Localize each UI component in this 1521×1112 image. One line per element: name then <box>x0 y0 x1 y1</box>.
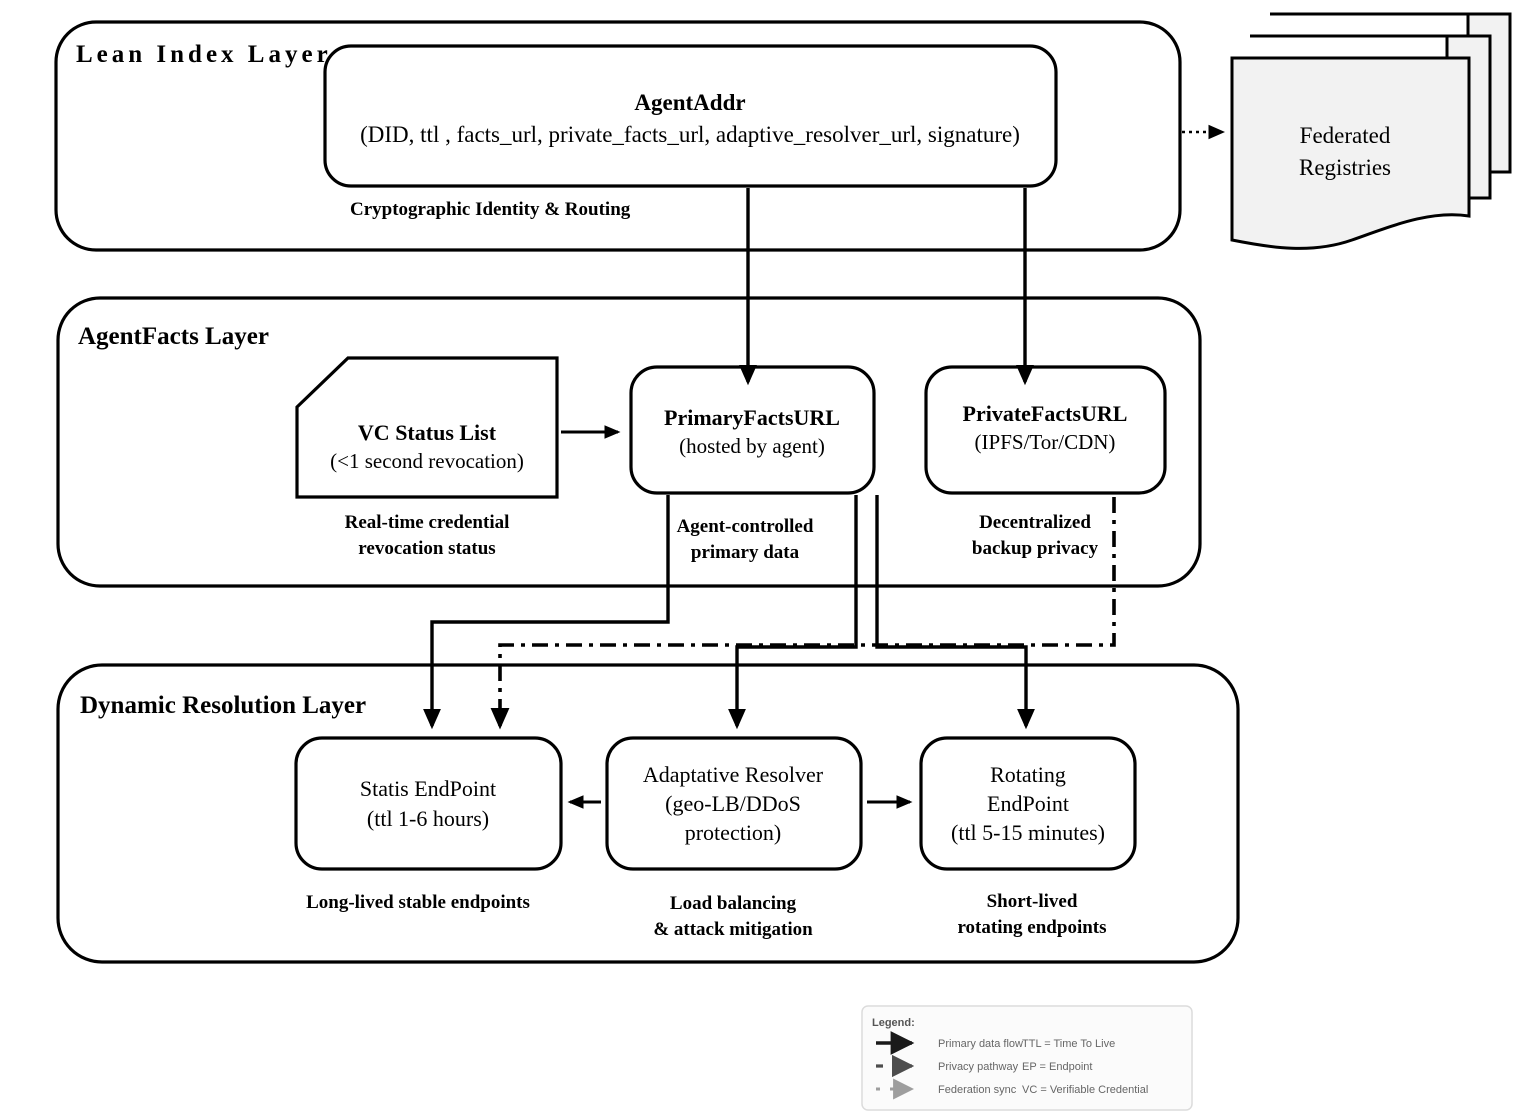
node-primary-facts-url-box[interactable] <box>629 365 876 495</box>
legend-label-privacy-pathway: Privacy pathway <box>938 1061 1019 1073</box>
layer-lean-index-label: Lean Index Layer <box>76 41 332 68</box>
node-primary-facts-url[interactable]: PrimaryFactsURL (hosted by agent) <box>629 365 876 495</box>
node-private-facts-url-caption-2: backup privacy <box>972 538 1099 559</box>
node-rotating-endpoint-subtitle: (ttl 5-15 minutes) <box>951 820 1105 845</box>
layer-lean-index: Lean Index Layer AgentAddr (DID, ttl , f… <box>54 20 1182 252</box>
node-agentaddr[interactable]: AgentAddr (DID, ttl , facts_url, private… <box>323 44 1058 188</box>
legend-title: Legend: <box>872 1017 915 1029</box>
layer-lean-index-container <box>54 20 1182 252</box>
node-federated-registries[interactable]: Federated Registries <box>1230 12 1512 250</box>
node-agentaddr-title: AgentAddr <box>634 90 745 115</box>
node-static-endpoint-box[interactable] <box>294 736 563 871</box>
connector-private-privacy-pathway <box>490 497 1116 730</box>
node-primary-facts-url-title: PrimaryFactsURL <box>664 405 840 430</box>
node-adaptive-resolver-title: Adaptative Resolver <box>643 762 824 787</box>
legend-container <box>861 1005 1193 1111</box>
legend: Legend: Primary data flow Privacy pathwa… <box>861 1005 1193 1111</box>
connector-primary-to-resolver <box>728 495 858 730</box>
node-private-facts-url-title: PrivateFactsURL <box>963 401 1128 426</box>
node-vc-status-list-caption-2: revocation status <box>358 538 495 559</box>
node-adaptive-resolver[interactable]: Adaptative Resolver (geo-LB/DDoS protect… <box>605 736 863 871</box>
node-vc-status-list[interactable]: VC Status List (<1 second revocation) <box>295 356 559 499</box>
node-adaptive-resolver-caption-1: Load balancing <box>670 893 797 914</box>
connector-primary-to-rotating <box>875 495 1035 730</box>
node-rotating-endpoint-caption-2: rotating endpoints <box>957 917 1106 938</box>
node-private-facts-url-caption-1: Decentralized <box>979 512 1091 533</box>
node-rotating-endpoint[interactable]: Rotating EndPoint (ttl 5-15 minutes) <box>919 736 1137 871</box>
legend-row-federation-sync: Federation sync <box>876 1078 1017 1100</box>
layer-dynamic-resolution-label: Dynamic Resolution Layer <box>80 692 366 719</box>
node-static-endpoint-subtitle: (ttl 1-6 hours) <box>367 806 489 831</box>
node-rotating-endpoint-caption-1: Short-lived <box>987 891 1078 912</box>
node-static-endpoint[interactable]: Statis EndPoint (ttl 1-6 hours) <box>294 736 563 871</box>
node-primary-facts-url-caption-1: Agent-controlled <box>677 516 814 537</box>
layer-dynamic-resolution-container <box>56 663 1240 964</box>
node-vc-status-list-box[interactable] <box>295 356 559 499</box>
node-adaptive-resolver-caption-2: & attack mitigation <box>653 919 813 940</box>
node-agentaddr-caption: Cryptographic Identity & Routing <box>350 199 631 220</box>
connector-primary-to-static <box>423 495 670 730</box>
node-rotating-endpoint-title-1: Rotating <box>990 762 1066 787</box>
layer-agentfacts: AgentFacts Layer VC Status List (<1 seco… <box>56 296 1202 588</box>
legend-label-primary-data-flow: Primary data flow <box>938 1038 1023 1050</box>
registry-sheet-front[interactable] <box>1230 56 1471 250</box>
legend-abbr-ttl: TTL = Time To Live <box>1022 1038 1115 1050</box>
node-adaptive-resolver-subtitle-1: (geo-LB/DDoS <box>665 791 801 816</box>
layer-agentfacts-container <box>56 296 1202 588</box>
legend-row-privacy-pathway: Privacy pathway <box>876 1054 1019 1078</box>
node-vc-status-list-title: VC Status List <box>358 420 497 445</box>
registry-label-line2: Registries <box>1299 155 1391 180</box>
layer-agentfacts-label: AgentFacts Layer <box>78 323 269 350</box>
legend-label-federation-sync: Federation sync <box>938 1084 1017 1096</box>
node-vc-status-list-subtitle: (<1 second revocation) <box>330 449 524 473</box>
node-agentaddr-signature: (DID, ttl , facts_url, private_facts_url… <box>360 122 1020 147</box>
layer-dynamic-resolution: Dynamic Resolution Layer Statis EndPoint… <box>56 663 1240 964</box>
legend-abbr-vc: VC = Verifiable Credential <box>1022 1084 1148 1096</box>
node-private-facts-url-subtitle: (IPFS/Tor/CDN) <box>975 430 1116 454</box>
node-agentaddr-box[interactable] <box>323 44 1058 188</box>
node-vc-status-list-caption-1: Real-time credential <box>345 512 510 533</box>
node-private-facts-url-box[interactable] <box>924 365 1167 495</box>
legend-row-primary-data-flow: Primary data flow <box>876 1031 1023 1055</box>
node-primary-facts-url-subtitle: (hosted by agent) <box>679 434 825 458</box>
node-static-endpoint-title: Statis EndPoint <box>360 776 496 801</box>
node-primary-facts-url-caption-2: primary data <box>691 542 800 563</box>
node-adaptive-resolver-subtitle-2: protection) <box>685 820 782 845</box>
node-adaptive-resolver-box[interactable] <box>605 736 863 871</box>
registry-label-line1: Federated <box>1300 123 1391 148</box>
legend-abbr-ep: EP = Endpoint <box>1022 1061 1092 1073</box>
node-rotating-endpoint-title-2: EndPoint <box>987 791 1069 816</box>
node-static-endpoint-caption-1: Long-lived stable endpoints <box>306 892 530 913</box>
node-rotating-endpoint-box[interactable] <box>919 736 1137 871</box>
node-private-facts-url[interactable]: PrivateFactsURL (IPFS/Tor/CDN) <box>924 365 1167 495</box>
